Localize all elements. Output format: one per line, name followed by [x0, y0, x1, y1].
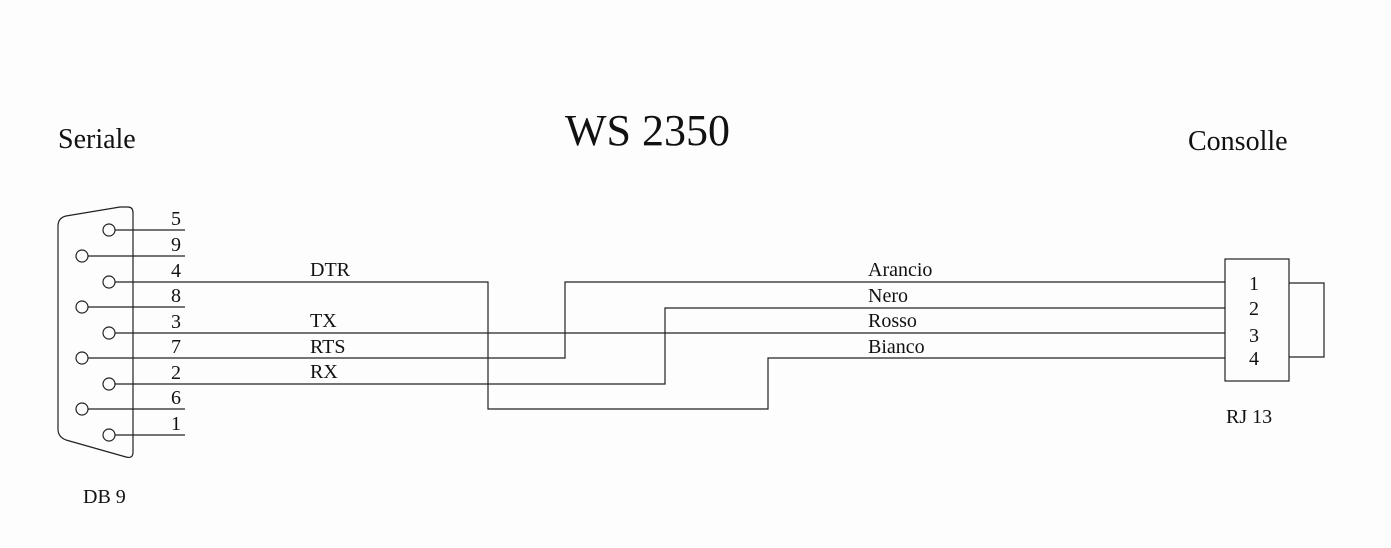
wire-color-nero: Nero	[868, 285, 908, 307]
rj13-pin-label-1: 1	[1249, 273, 1259, 295]
rj13-connector-label: RJ 13	[1226, 406, 1272, 428]
db9-pin-label-5: 5	[171, 208, 181, 230]
rj13-pin-label-3: 3	[1249, 325, 1259, 347]
db9-pin-label-7: 7	[171, 336, 181, 358]
signal-label-rts: RTS	[310, 336, 345, 358]
rj13-pin-numbers: 1 2 3 4	[1249, 273, 1259, 370]
db9-pin-leads	[88, 229, 185, 436]
diagram-title: WS 2350	[565, 106, 730, 155]
rj13-connector-body	[1224, 258, 1290, 382]
db9-connector-label: DB 9	[83, 486, 126, 508]
db9-pin-7-hole	[75, 351, 89, 365]
db9-pin-label-2: 2	[171, 362, 181, 384]
db9-pin-2-hole	[102, 377, 116, 391]
db9-pin-label-1: 1	[171, 413, 181, 435]
signal-labels: DTR TX RTS RX	[310, 259, 351, 383]
left-heading: Seriale	[58, 124, 136, 155]
db9-pin-4-hole	[102, 275, 116, 289]
db9-pin-label-6: 6	[171, 387, 181, 409]
db9-pin-label-8: 8	[171, 285, 181, 307]
signal-label-tx: TX	[310, 310, 337, 332]
db9-pin-1-hole	[102, 428, 116, 442]
db9-pin-label-3: 3	[171, 311, 181, 333]
wire-color-arancio: Arancio	[868, 259, 932, 281]
right-heading: Consolle	[1188, 126, 1288, 157]
db9-pin-label-4: 4	[171, 260, 181, 282]
rj13-pin-label-4: 4	[1249, 348, 1259, 370]
db9-pin-6-hole	[75, 402, 89, 416]
wire-color-labels: Arancio Nero Rosso Bianco	[868, 259, 932, 358]
wire-dtr	[185, 281, 1225, 410]
wire-color-bianco: Bianco	[868, 336, 925, 358]
db9-pin-9-hole	[75, 249, 89, 263]
signal-label-dtr: DTR	[310, 259, 351, 281]
wires	[185, 281, 1225, 410]
db9-pin-8-hole	[75, 300, 89, 314]
signal-label-rx: RX	[310, 361, 338, 383]
db9-pin-5-hole	[102, 223, 116, 237]
wire-rts	[185, 281, 1225, 359]
db9-connector-body	[57, 206, 134, 459]
rj13-connector-tab	[1289, 282, 1325, 358]
db9-pin-numbers: 5 9 4 8 3 7 2 6 1	[171, 208, 181, 435]
wire-color-rosso: Rosso	[868, 310, 917, 332]
rj13-pin-label-2: 2	[1249, 298, 1259, 320]
db9-pin-3-hole	[102, 326, 116, 340]
wire-rx	[185, 307, 1225, 385]
db9-pin-label-9: 9	[171, 234, 181, 256]
